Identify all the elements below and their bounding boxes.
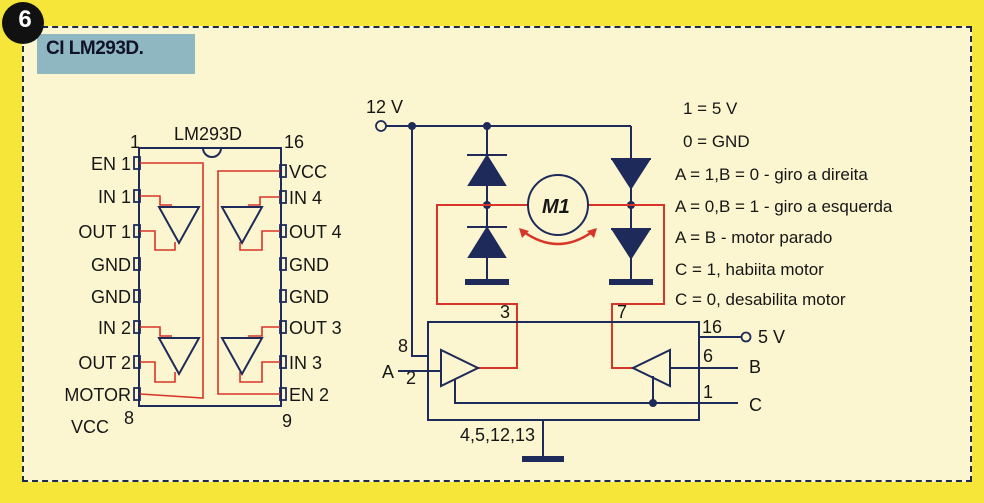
ground-pins-label: 4,5,12,13 (460, 425, 535, 445)
pin-label-out4: OUT 4 (289, 222, 342, 242)
driver-triangle-2 (157, 337, 201, 377)
pin-label-gnd-l2: GND (91, 287, 131, 307)
chip-pinout: LM293D 1 16 8 9 (64, 124, 341, 437)
logic-supply-label: 5 V (758, 327, 785, 347)
ic-pin-2: 2 (406, 368, 416, 388)
input-b-label: B (749, 357, 761, 377)
logic-legend: 1 = 5 V 0 = GND A = 1,B = 0 - giro a dir… (675, 99, 893, 309)
diode-top-left (467, 154, 507, 186)
title-banner (37, 34, 195, 74)
motor-symbol (527, 174, 589, 236)
driver-triangle-3 (220, 337, 264, 377)
driver-triangle-1 (157, 206, 201, 246)
pin-label-gnd-r1: GND (289, 255, 329, 275)
ic-pin-3: 3 (500, 302, 510, 322)
pin-label-in4: IN 4 (289, 188, 322, 208)
pin-label-en1: EN 1 (91, 154, 131, 174)
driver-triangle-4 (220, 206, 264, 246)
pin-label-vcc: VCC (289, 162, 327, 182)
pin-label-gnd-r2: GND (289, 287, 329, 307)
supply-label: 12 V (366, 97, 403, 117)
legend-line-1: 1 = 5 V (683, 99, 738, 118)
figure-number: 6 (18, 6, 32, 33)
pin-label-en2: EN 2 (289, 385, 329, 405)
legend-line-7: C = 0, desabilita motor (675, 290, 846, 309)
rotation-arrow (523, 230, 593, 246)
diode-bottom-left (467, 226, 507, 258)
legend-line-2: 0 = GND (683, 132, 750, 151)
chip-body (138, 147, 282, 407)
legend-line-5: A = B - motor parado (675, 228, 832, 247)
chip-pin-16: 16 (284, 132, 304, 152)
diode-bottom-right (611, 229, 651, 260)
buffer-left (440, 348, 481, 388)
ic-pin-7: 7 (617, 302, 627, 322)
logic-supply-terminal (740, 331, 752, 343)
pin-label-out2: OUT 2 (78, 353, 131, 373)
pin-label-out1: OUT 1 (78, 222, 131, 242)
pin-label-motor: MOTOR (64, 385, 131, 405)
motor-label: M1 (542, 196, 570, 218)
ic-pin-16: 16 (702, 317, 722, 337)
legend-line-4: A = 0,B = 1 - giro a esquerda (675, 197, 893, 216)
chip-pin-1: 1 (130, 132, 140, 152)
h-bridge-circuit: 12 V (366, 97, 785, 462)
legend-line-3: A = 1,B = 0 - giro a direita (675, 165, 868, 184)
pin-label-gnd-l1: GND (91, 255, 131, 275)
buffer-right (630, 348, 671, 388)
pin-label-in3: IN 3 (289, 353, 322, 373)
driver-ic-box (427, 321, 700, 421)
ic-pin-6: 6 (703, 346, 713, 366)
pin-label-in1: IN 1 (98, 187, 131, 207)
pin-label-in2: IN 2 (98, 318, 131, 338)
pin-label-out3: OUT 3 (289, 318, 342, 338)
pin-label-vcc-bottom: VCC (71, 417, 109, 437)
chip-notch (202, 147, 222, 158)
input-c-label: C (749, 395, 762, 415)
ground-bar (522, 456, 564, 462)
input-a-label: A (382, 362, 394, 382)
chip-pin-8: 8 (124, 408, 134, 428)
legend-line-6: C = 1, habiita motor (675, 260, 824, 279)
figure-title: CI LM293D. (46, 38, 144, 59)
chip-name: LM293D (174, 124, 242, 144)
diode-top-right (611, 159, 651, 190)
ic-pin-1: 1 (703, 382, 713, 402)
ic-pin-8: 8 (398, 336, 408, 356)
supply-terminal (375, 120, 387, 132)
chip-pin-9: 9 (282, 411, 292, 431)
figure-number-badge (2, 2, 44, 44)
